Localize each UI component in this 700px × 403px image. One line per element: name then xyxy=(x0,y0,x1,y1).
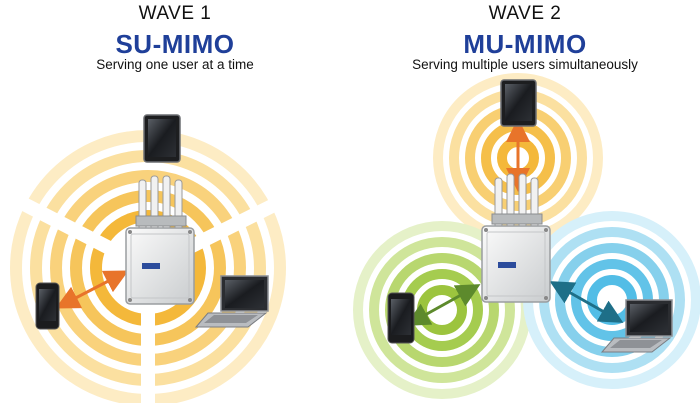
link-arrow-smartphone xyxy=(55,270,129,309)
signal-rings-green xyxy=(353,221,531,399)
wave-label: WAVE 1 xyxy=(138,3,212,24)
link-arrow-smartphone xyxy=(405,284,481,326)
laptop-icon xyxy=(194,275,269,328)
link-arrow-laptop xyxy=(549,281,624,323)
su-mimo-panel: WAVE 1 SU-MIMO Serving one user at a tim… xyxy=(10,3,286,403)
smartphone-icon xyxy=(35,282,60,330)
tablet-icon xyxy=(143,114,181,163)
mu-mimo-panel: WAVE 2 MU-MIMO Serving multiple users si… xyxy=(350,0,700,403)
access-point-device xyxy=(481,173,551,303)
mode-title: MU-MIMO xyxy=(463,29,587,59)
laptop-icon xyxy=(600,299,673,353)
mode-subtitle: Serving multiple users simultaneously xyxy=(412,57,638,72)
smartphone-icon xyxy=(387,292,415,344)
antenna-array xyxy=(491,173,543,229)
access-point-device xyxy=(125,175,195,305)
tablet-icon xyxy=(500,79,537,127)
su-mimo-diagram xyxy=(10,114,286,403)
wave-label: WAVE 2 xyxy=(488,3,562,24)
mode-subtitle: Serving one user at a time xyxy=(96,57,254,72)
mu-mimo-diagram xyxy=(353,73,700,399)
mode-title: SU-MIMO xyxy=(115,29,235,59)
